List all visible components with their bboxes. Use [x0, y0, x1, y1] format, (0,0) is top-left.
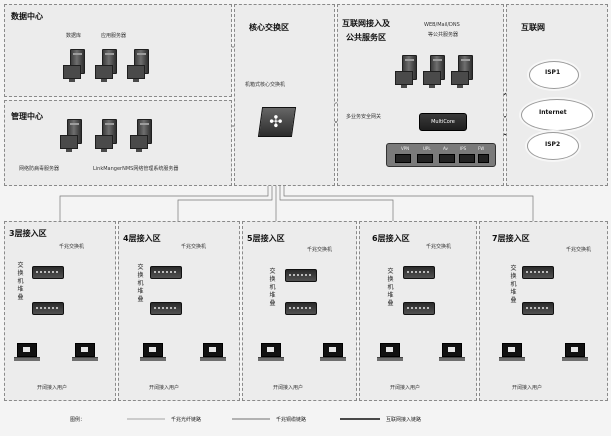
- floor-title: 5层接入区: [247, 234, 285, 243]
- access-switch-icon: [150, 302, 182, 315]
- monitor-icon: [127, 65, 145, 82]
- switch-arrows-icon: ✣: [269, 112, 283, 131]
- access-switch-icon: [285, 269, 317, 282]
- public-server-label-2: 等公共服务器: [428, 32, 459, 38]
- isp1-cloud-icon: [529, 61, 579, 89]
- users-label: 开阔接入用户: [149, 385, 180, 391]
- laptop-icon: [140, 343, 166, 361]
- vpn-module-icon: [395, 154, 411, 163]
- gig-switch-label: 千兆交换机: [307, 247, 333, 253]
- upl-module-icon: [417, 154, 433, 163]
- floor-title: 4层接入区: [123, 234, 161, 243]
- module-label-ips: IPS: [460, 146, 467, 151]
- floor-title: 6层接入区: [372, 234, 410, 243]
- monitor-icon: [423, 71, 441, 88]
- floor-6-zone: 6层接入区 千兆交换机 交换机堆叠 开阔接入用户: [359, 221, 477, 401]
- monitor-icon: [63, 65, 81, 82]
- gig-switch-label: 千兆交换机: [426, 244, 452, 250]
- switch-stack-label: 交换机堆叠: [137, 264, 144, 303]
- app-server-label: 应用服务器: [101, 33, 127, 39]
- core-switch-icon: ✣: [257, 107, 297, 137]
- legend-copper-label: 千兆铜缆链路: [276, 417, 307, 423]
- internet-access-zone: 互联网接入及 公共服务区 WEB/Mail/DNS 等公共服务器 多业务安全网关…: [337, 4, 504, 186]
- gig-switch-label: 千兆交换机: [181, 244, 207, 250]
- gig-switch-label: 千兆交换机: [59, 244, 85, 250]
- laptop-icon: [72, 343, 98, 361]
- internet-cloud-icon: [521, 99, 593, 131]
- access-switch-icon: [403, 302, 435, 315]
- users-label: 开阔接入用户: [273, 385, 304, 391]
- module-label-upl: UPL: [423, 146, 431, 151]
- switch-stack-label: 交换机堆叠: [387, 268, 394, 307]
- floor-title: 3层接入区: [9, 229, 47, 238]
- floor-title: 7层接入区: [492, 234, 530, 243]
- core-zone-title: 核心交换区: [249, 23, 289, 32]
- monitor-icon: [130, 135, 148, 152]
- access-switch-icon: [150, 266, 182, 279]
- access-switch-icon: [522, 302, 554, 315]
- monitor-icon: [95, 135, 113, 152]
- multicore-gateway-icon: MultiCore: [419, 113, 467, 131]
- laptop-icon: [258, 343, 284, 361]
- internet-label: Internet: [539, 109, 567, 116]
- legend-fiber-label: 千兆光纤链路: [171, 417, 202, 423]
- switch-stack-label: 交换机堆叠: [269, 268, 276, 307]
- legend-internet-label: 互联网接入链路: [386, 417, 422, 423]
- floor-4-zone: 4层接入区 千兆交换机 交换机堆叠 开阔接入用户: [118, 221, 240, 401]
- access-switch-icon: [522, 266, 554, 279]
- core-switch-label: 机箱式核心交换机: [245, 82, 286, 88]
- floor-5-zone: 5层接入区 千兆交换机 交换机堆叠 开阔接入用户: [242, 221, 357, 401]
- isp2-label: ISP2: [545, 141, 561, 148]
- laptop-icon: [14, 343, 40, 361]
- internet-zone: 互联网 ISP1 Internet ISP2: [506, 4, 608, 186]
- module-label-vpn: VPN: [401, 146, 410, 151]
- laptop-icon: [439, 343, 465, 361]
- monitor-icon: [395, 71, 413, 88]
- security-modules-bar: VPN UPL Av IPS FW: [386, 143, 496, 167]
- mgmt-center-title: 管理中心: [11, 112, 43, 121]
- management-center-zone: 管理中心 网络防病毒服务器 LinkMangerNMS网络管理系统服务器: [4, 100, 232, 186]
- access-switch-icon: [32, 302, 64, 315]
- internet-access-title-2: 公共服务区: [346, 33, 386, 42]
- monitor-icon: [60, 135, 78, 152]
- laptop-icon: [499, 343, 525, 361]
- ips-module-icon: [459, 154, 475, 163]
- users-label: 开阔接入用户: [390, 385, 421, 391]
- module-label-av: Av: [443, 146, 448, 151]
- internet-zone-title: 互联网: [521, 23, 545, 32]
- gig-switch-label: 千兆交换机: [566, 247, 592, 253]
- laptop-icon: [200, 343, 226, 361]
- switch-stack-label: 交换机堆叠: [17, 262, 24, 301]
- nms-server-label: LinkMangerNMS网络管理系统服务器: [93, 166, 179, 172]
- internet-access-title-1: 互联网接入及: [342, 19, 390, 28]
- floor-3-zone: 3层接入区 千兆交换机 交换机堆叠 开阔接入用户: [4, 221, 116, 401]
- monitor-icon: [95, 65, 113, 82]
- core-switch-zone: 核心交换区 机箱式核心交换机 ✣: [234, 4, 335, 186]
- switch-stack-label: 交换机堆叠: [510, 265, 517, 304]
- legend-title: 图例：: [70, 417, 86, 423]
- firewall-label: 多业务安全网关: [346, 114, 382, 120]
- av-module-icon: [439, 154, 455, 163]
- monitor-icon: [451, 71, 469, 88]
- module-label-fw: FW: [478, 146, 485, 151]
- users-label: 开阔接入用户: [37, 385, 68, 391]
- database-label: 数据库: [66, 33, 82, 39]
- public-server-label-1: WEB/Mail/DNS: [424, 22, 460, 28]
- isp2-cloud-icon: [527, 132, 579, 160]
- access-switch-icon: [403, 266, 435, 279]
- antivirus-server-label: 网络防病毒服务器: [19, 166, 60, 172]
- access-switch-icon: [32, 266, 64, 279]
- access-switch-icon: [285, 302, 317, 315]
- data-center-title: 数据中心: [11, 12, 43, 21]
- users-label: 开阔接入用户: [512, 385, 543, 391]
- laptop-icon: [562, 343, 588, 361]
- laptop-icon: [320, 343, 346, 361]
- data-center-zone: 数据中心 数据库 应用服务器: [4, 4, 232, 97]
- fw-module-icon: [478, 154, 489, 163]
- isp1-label: ISP1: [545, 69, 561, 76]
- laptop-icon: [377, 343, 403, 361]
- floor-7-zone: 7层接入区 千兆交换机 交换机堆叠 开阔接入用户: [479, 221, 608, 401]
